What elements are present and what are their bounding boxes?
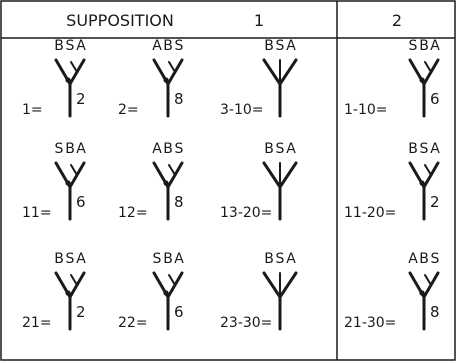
s1-branch-right-2 [278, 58, 298, 86]
s1-top-letter-4-1: B [163, 141, 173, 157]
s1-branch-left-8 [262, 271, 282, 299]
s2-top-letter-0-0: S [409, 38, 418, 54]
s2-top-letter-0-2: A [430, 38, 440, 54]
s1-branch-mid-6 [70, 274, 78, 286]
s2-value-2: 8 [430, 303, 440, 321]
s1-range-label-5: 13-20= [220, 205, 272, 221]
s1-dot-3 [65, 180, 71, 186]
s1-top-letter-3-1: B [65, 141, 75, 157]
header-title: SUPPOSITION [66, 11, 174, 30]
s1-top-letter-3-2: A [76, 141, 86, 157]
s2-dot-1 [419, 180, 425, 186]
header-col1: 1 [254, 11, 264, 30]
s2-top-letter-0-1: B [419, 38, 429, 54]
s1-dot-7 [163, 290, 169, 296]
s1-top-letter-2-1: S [276, 38, 285, 54]
s1-range-label-4: 12= [118, 205, 148, 221]
s1-top-letter-5-1: S [276, 141, 285, 157]
s1-range-label-2: 3-10= [220, 102, 264, 118]
s1-top-letter-1-1: B [163, 38, 173, 54]
s1-top-letter-1-2: S [175, 38, 184, 54]
s1-top-letter-7-1: B [163, 251, 173, 267]
s1-top-letter-0-1: S [66, 38, 75, 54]
s2-dot-2 [419, 290, 425, 296]
s1-branch-left-2 [262, 58, 282, 86]
s2-branch-mid-0 [424, 61, 432, 73]
header-col2: 2 [392, 11, 402, 30]
s1-top-letter-0-2: A [76, 38, 86, 54]
s2-range-label-2: 21-30= [344, 315, 396, 331]
s1-branch-mid-1 [168, 61, 176, 73]
s1-value-0: 2 [76, 90, 86, 108]
s1-range-label-3: 11= [22, 205, 52, 221]
s2-value-0: 6 [430, 90, 440, 108]
s1-top-letter-6-0: B [54, 251, 64, 267]
s1-value-3: 6 [76, 193, 86, 211]
s1-branch-mid-7 [168, 274, 176, 286]
s1-top-letter-5-2: A [286, 141, 296, 157]
s1-range-label-6: 21= [22, 315, 52, 331]
s1-top-letter-5-0: B [264, 141, 274, 157]
s1-dot-6 [65, 290, 71, 296]
s2-top-letter-1-1: S [420, 141, 429, 157]
s1-range-label-0: 1= [22, 102, 43, 118]
s2-branch-mid-2 [424, 274, 432, 286]
s1-range-label-7: 22= [118, 315, 148, 331]
s1-branch-right-5 [278, 161, 298, 189]
s1-top-letter-4-2: S [175, 141, 184, 157]
s1-top-letter-7-2: A [174, 251, 184, 267]
s1-value-7: 6 [174, 303, 184, 321]
s2-top-letter-2-1: B [419, 251, 429, 267]
s1-branch-mid-3 [70, 164, 78, 176]
s1-top-letter-3-0: S [55, 141, 64, 157]
s1-top-letter-0-0: B [54, 38, 64, 54]
s2-top-letter-1-0: B [408, 141, 418, 157]
s1-top-letter-8-2: A [286, 251, 296, 267]
s1-top-letter-2-0: B [264, 38, 274, 54]
s1-branch-mid-4 [168, 164, 176, 176]
s1-top-letter-4-0: A [152, 141, 162, 157]
s1-dot-1 [163, 77, 169, 83]
s2-top-letter-2-2: S [431, 251, 440, 267]
s1-range-label-1: 2= [118, 102, 139, 118]
s1-top-letter-1-0: A [152, 38, 162, 54]
s1-top-letter-8-0: B [264, 251, 274, 267]
s2-range-label-0: 1-10= [344, 102, 388, 118]
s1-top-letter-8-1: S [276, 251, 285, 267]
s2-top-letter-2-0: A [408, 251, 418, 267]
s1-range-label-8: 23-30= [220, 315, 272, 331]
s1-top-letter-2-2: A [286, 38, 296, 54]
s1-branch-mid-0 [70, 61, 78, 73]
s2-value-1: 2 [430, 193, 440, 211]
s1-top-letter-6-1: S [66, 251, 75, 267]
s1-dot-4 [163, 180, 169, 186]
s2-dot-0 [419, 77, 425, 83]
s2-range-label-1: 11-20= [344, 205, 396, 221]
s1-branch-left-5 [262, 161, 282, 189]
s1-dot-0 [65, 77, 71, 83]
s2-top-letter-1-2: A [430, 141, 440, 157]
s1-value-4: 8 [174, 193, 184, 211]
s1-top-letter-6-2: A [76, 251, 86, 267]
s1-value-1: 8 [174, 90, 184, 108]
s1-value-6: 2 [76, 303, 86, 321]
s1-top-letter-7-0: S [153, 251, 162, 267]
s2-branch-mid-1 [424, 164, 432, 176]
s1-branch-right-8 [278, 271, 298, 299]
